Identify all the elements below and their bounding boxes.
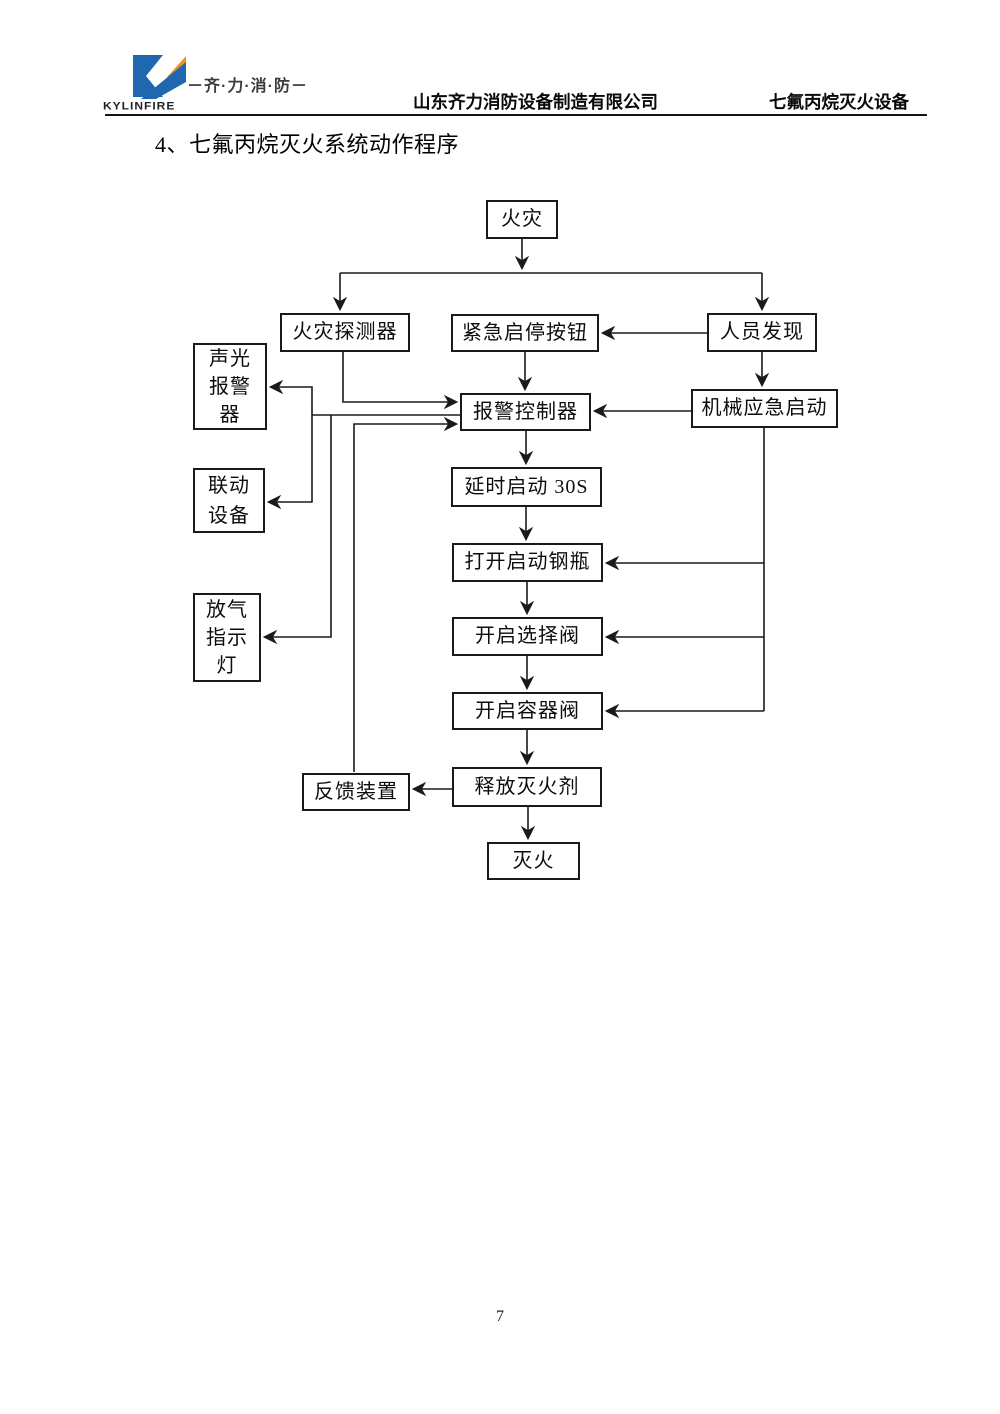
node-sound-light-alarm: 声光 报警 器 <box>193 343 267 430</box>
header-company-name: 山东齐力消防设备制造有限公司 <box>413 92 658 112</box>
node-feedback-device: 反馈装置 <box>302 773 410 811</box>
header-product-name: 七氟丙烷灭火设备 <box>769 92 909 112</box>
node-gas-release-indicator: 放气 指示 灯 <box>193 593 261 682</box>
node-emergency-button: 紧急启停按钮 <box>451 314 599 352</box>
node-personnel-discovery: 人员发现 <box>707 313 817 352</box>
logo-brand-text: KYLINFIRE <box>103 99 176 113</box>
kylinfire-logo-icon <box>133 55 186 99</box>
logo-slogan: －齐·力·消·防－ <box>187 78 308 95</box>
node-extinguish: 灭火 <box>487 842 580 880</box>
edge-controller-soundlight <box>268 379 460 416</box>
page-number: 7 <box>496 1308 504 1325</box>
node-fire: 火灾 <box>486 200 558 239</box>
section-title: 4、七氟丙烷灭火系统动作程序 <box>155 132 460 157</box>
node-open-starter-cylinder: 打开启动钢瓶 <box>452 543 603 582</box>
node-alarm-controller: 报警控制器 <box>460 393 591 431</box>
header-rule <box>105 114 927 116</box>
node-fire-detector: 火灾探测器 <box>280 313 410 352</box>
edge-controller-gasindicator <box>262 415 332 645</box>
edge-detector-controller <box>342 352 459 410</box>
edge-controller-linkage <box>266 415 313 510</box>
node-delay-start-30s: 延时启动 30S <box>451 467 602 507</box>
node-linkage-device: 联动 设备 <box>193 468 265 533</box>
edge-feedback-controller <box>353 416 459 772</box>
node-open-selector-valve: 开启选择阀 <box>452 617 603 656</box>
node-release-agent: 释放灭火剂 <box>452 767 602 807</box>
node-mechanical-emergency-start: 机械应急启动 <box>691 389 838 428</box>
node-open-container-valve: 开启容器阀 <box>452 692 603 730</box>
